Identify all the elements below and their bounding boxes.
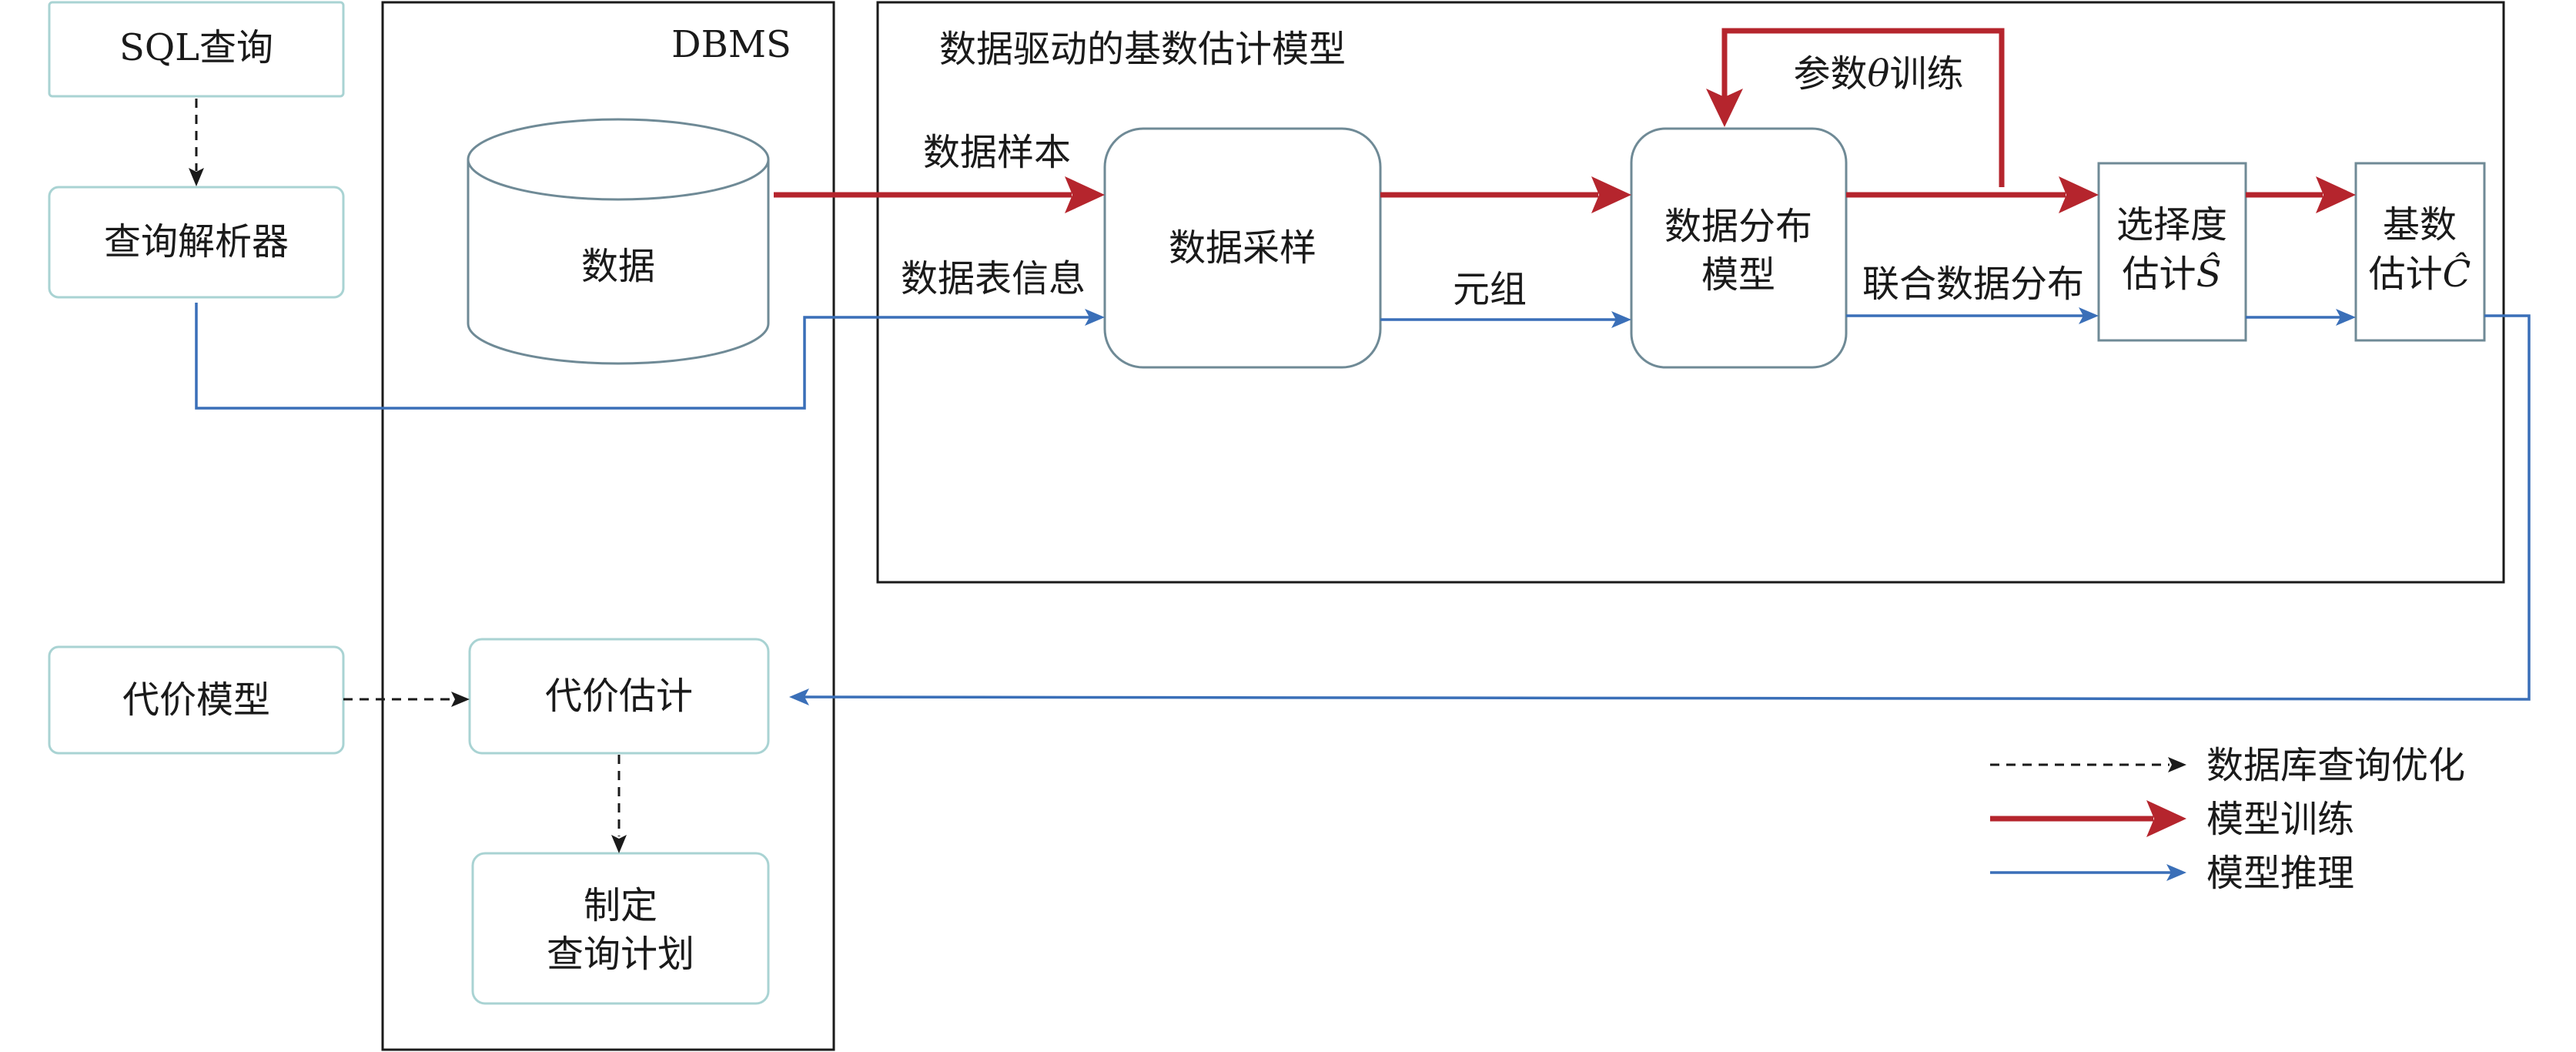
tuples-label: 元组 [1453, 268, 1527, 311]
data-samples-label: 数据样本 [923, 131, 1071, 174]
selectivity-label-line1: 选择度 [2116, 203, 2227, 246]
query-parser-box [48, 186, 345, 299]
data-cylinder [467, 118, 770, 365]
inference-flow [195, 303, 2531, 705]
dbms-frame [381, 1, 835, 1051]
data-sampling-box [1103, 127, 1382, 369]
selectivity-box [2097, 162, 2247, 342]
data-distribution-model-label-line2: 模型 [1701, 253, 1775, 297]
query-plan-label-line2: 查询计划 [547, 933, 694, 976]
selectivity-label-line2: 估计Ŝ [2123, 251, 2222, 296]
cost-estimation-box [468, 638, 770, 755]
query-plan-label-line1: 制定 [584, 884, 657, 927]
cardinality-label-line1: 基数 [2383, 203, 2457, 246]
sql-query-label: SQL查询 [119, 26, 273, 69]
cardinality-box [2354, 162, 2486, 342]
query-parser-label: 查询解析器 [104, 220, 289, 263]
legend: 数据库查询优化 模型训练 模型推理 [1990, 744, 2465, 895]
legend-optimization-label: 数据库查询优化 [2206, 744, 2465, 787]
data-distribution-model-box [1630, 127, 1848, 369]
param-feedback-arrow [1721, 28, 2005, 187]
data-distribution-model-label-line1: 数据分布 [1664, 205, 1812, 248]
training-flow [774, 28, 2356, 213]
data-sampling-label: 数据采样 [1169, 226, 1316, 270]
optimization-flow [189, 99, 627, 853]
table-info-label: 数据表信息 [901, 257, 1086, 300]
query-plan-box [471, 852, 770, 1005]
joint-distribution-label: 联合数据分布 [1862, 263, 2084, 306]
cardinality-label-line2: 估计Ĉ [2369, 251, 2471, 296]
sql-query-box [48, 1, 345, 98]
framework-title: 数据驱动的基数估计模型 [939, 28, 1346, 71]
cost-estimation-label: 代价估计 [545, 675, 693, 718]
legend-training-label: 模型训练 [2206, 798, 2354, 841]
cost-model-label: 代价模型 [122, 678, 270, 722]
cardinality-to-cost-arrow [803, 314, 2531, 701]
param-training-label: 参数θ训练 [1794, 52, 1964, 95]
estimation-model-frame [876, 1, 2505, 584]
parser-to-sampling-arrow [195, 303, 1089, 410]
data-label: 数据 [581, 245, 655, 288]
dbms-label: DBMS [671, 23, 791, 66]
legend-inference-label: 模型推理 [2206, 852, 2354, 895]
